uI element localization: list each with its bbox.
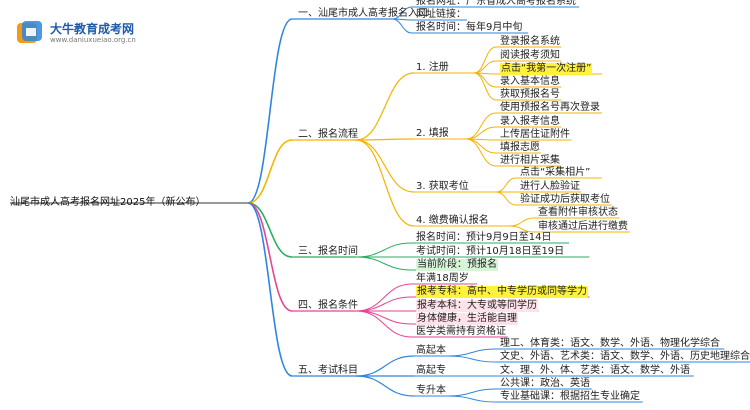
branch-1-sub-0-label: 1. 注册 xyxy=(416,62,449,73)
branch-2-leaf-0: 报名时间：预计9月9日至14日 xyxy=(416,232,552,243)
branch-1-sub-0-leaf-4-connector xyxy=(473,72,497,101)
site-logo: 大牛教育成考网 www.daniuxueiao.org.cn xyxy=(16,18,146,50)
logo-title: 大牛教育成考网 xyxy=(50,22,135,36)
branch-3-leaf-3: 身体健康，生活能自理 xyxy=(416,313,518,325)
branch-1-sub-0-leaf-2: 点击“我第一次注册” xyxy=(500,63,593,75)
branch-1-sub-0-leaf-4: 获取预报名号 xyxy=(500,89,560,100)
branch-4-sub-2-leaf-0: 公共课：政治、英语 xyxy=(500,378,590,389)
branch-4-sub-0-leaf-1: 文史、外语、艺术类：语文、数学、外语、历史地理综合 xyxy=(500,351,750,362)
branch-4-sub-0-connector xyxy=(355,355,415,377)
branch-1-sub-2-leaf-2: 验证成功后获取考位 xyxy=(520,194,610,205)
branch-4-label: 五、考试科目 xyxy=(298,365,358,376)
branch-0-connector xyxy=(247,18,293,204)
branch-4-sub-0-leaf-0-connector xyxy=(447,348,497,357)
branch-1-sub-1-leaf-0-connector xyxy=(465,112,497,140)
branch-1-sub-3-connector xyxy=(355,139,415,227)
branch-1-sub-1-leaf-0: 使用预报名号再次登录 xyxy=(500,102,600,113)
logo-url: www.daniuxueiao.org.cn xyxy=(50,36,136,44)
root-topic: 汕尾市成人高考报名网址2025年（新公布） xyxy=(10,197,206,208)
branch-1-sub-3-leaf-1: 审核通过后进行缴费 xyxy=(538,221,628,232)
branch-0-leaf-1: 网址链接： xyxy=(416,9,466,20)
branch-0-leaf-2: 报名时间：每年9月中旬 xyxy=(416,22,523,33)
branch-1-sub-2-label: 3. 获取考位 xyxy=(416,181,469,192)
branch-1-sub-1-connector xyxy=(355,138,415,141)
branch-2-leaf-1: 考试时间：预计10月18日至19日 xyxy=(416,246,565,257)
branch-1-sub-0-leaf-1-connector xyxy=(473,60,497,74)
branch-4-sub-2-leaf-1-connector xyxy=(447,395,497,403)
branch-4-sub-2-leaf-0-connector xyxy=(447,388,497,397)
branch-2-connector xyxy=(247,202,293,258)
branch-3-leaf-3-connector xyxy=(355,310,413,325)
branch-1-sub-1-leaf-2: 上传居住证附件 xyxy=(500,129,570,140)
branch-4-sub-0-label: 高起本 xyxy=(416,345,446,356)
branch-1-sub-3-leaf-0: 查看附件审核状态 xyxy=(538,207,618,218)
branch-1-sub-1-leaf-3-connector xyxy=(465,138,497,154)
branch-1-label: 二、报名流程 xyxy=(298,129,358,140)
branch-1-sub-2-leaf-0-connector xyxy=(495,177,517,193)
branch-0-label: 一、汕尾市成人高考报名入口 xyxy=(298,8,428,19)
branch-1-sub-2-leaf-2-connector xyxy=(495,191,517,206)
branch-1-sub-2-leaf-1: 进行人脸验证 xyxy=(520,181,580,192)
logo-emblem-icon xyxy=(17,21,42,43)
branch-3-leaf-4-connector xyxy=(355,310,413,338)
branch-4-sub-2-leaf-1: 专业基础课：根据招生专业确定 xyxy=(500,391,640,402)
branch-1-sub-0-leaf-1: 阅读报考须知 xyxy=(500,50,560,61)
branch-3-leaf-4: 医学类需持有资格证 xyxy=(416,326,506,337)
branch-1-sub-1-label: 2. 填报 xyxy=(416,128,449,139)
branch-4-sub-0-leaf-0: 理工、体育类：语文、数学、外语、物理化学综合 xyxy=(500,338,720,349)
branch-3-leaf-1-connector xyxy=(355,296,413,312)
branch-4-connector xyxy=(247,202,293,377)
branch-0-leaf-0: 报名网址：广东省成人高考报名系统 xyxy=(416,0,576,7)
branch-2-label: 三、报名时间 xyxy=(298,246,358,257)
branch-1-sub-1-leaf-3: 填报志愿 xyxy=(500,142,540,153)
branch-0-leaf-2-connector xyxy=(391,18,413,34)
branch-1-sub-0-leaf-3-connector xyxy=(473,72,497,88)
branch-1-connector xyxy=(247,139,293,204)
branch-3-connector xyxy=(247,202,293,312)
branch-2-leaf-0-connector xyxy=(355,242,413,258)
branch-1-sub-0-leaf-3: 录入基本信息 xyxy=(500,76,560,87)
branch-3-label: 四、报名条件 xyxy=(298,300,358,311)
branch-1-sub-1-leaf-1-connector xyxy=(465,126,497,140)
branch-1-sub-3-leaf-0-connector xyxy=(509,217,535,227)
branch-1-sub-1-leaf-1: 录入报考信息 xyxy=(500,116,560,127)
branch-1-sub-3-label: 4. 缴费确认报名 xyxy=(416,215,489,226)
branch-1-sub-1-leaf-4-connector xyxy=(465,138,497,167)
branch-1-sub-0-leaf-0: 登录报名系统 xyxy=(500,36,560,47)
branch-4-sub-1-label: 高起专 xyxy=(416,365,446,376)
branch-3-leaf-0: 年满18周岁 xyxy=(416,273,469,284)
branch-2-leaf-2: 当前阶段：预报名 xyxy=(416,259,498,271)
branch-4-sub-2-label: 专升本 xyxy=(416,385,446,396)
branch-4-sub-0-leaf-1-connector xyxy=(447,355,497,363)
branch-1-sub-0-leaf-0-connector xyxy=(473,46,497,74)
branch-1-sub-3-leaf-1-connector xyxy=(509,225,535,233)
branch-1-sub-0-connector xyxy=(355,72,415,141)
branch-1-sub-1-leaf-4: 进行相片采集 xyxy=(500,155,560,166)
branch-4-sub-2-connector xyxy=(355,375,415,397)
branch-2-leaf-2-connector xyxy=(355,256,413,271)
branch-3-leaf-1: 报考专科：高中、中专学历或同等学力 xyxy=(416,286,588,298)
branch-1-sub-2-leaf-0: 点击“采集相片” xyxy=(520,167,591,178)
branch-1-sub-2-connector xyxy=(355,139,415,193)
branch-3-leaf-2: 报考本科：大专或等同学历 xyxy=(416,300,538,312)
branch-4-sub-1-leaf-0: 文、理、外、体、艺类：语文、数学、外语 xyxy=(500,365,690,376)
